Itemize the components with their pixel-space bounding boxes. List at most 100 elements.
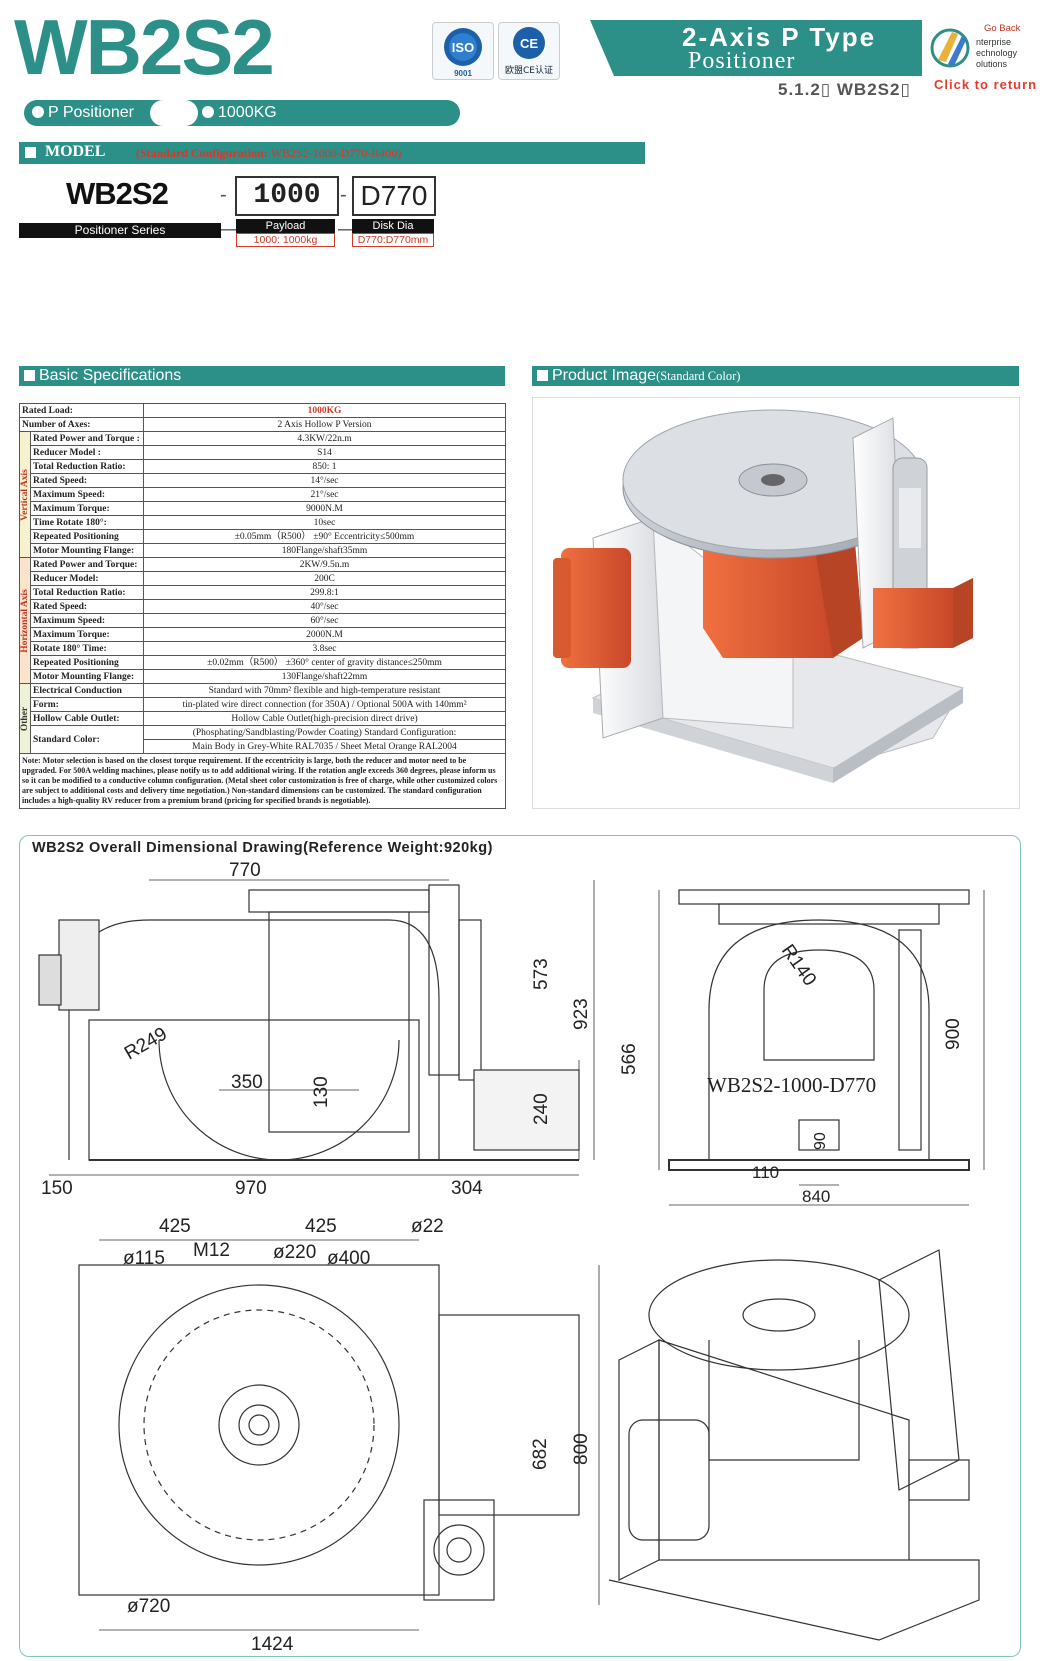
spec-key: Rated Power and Torque :	[30, 431, 144, 446]
spec-key: Reducer Model:	[30, 571, 144, 586]
spec-table: Rated Load: 1000KG Number of Axes: 2 Axi…	[19, 403, 506, 809]
spec-value: 4.3KW/22n.m	[143, 431, 506, 446]
category-pill-bar: P Positioner 1000KG	[24, 100, 460, 126]
dim-682: 682	[530, 1438, 551, 1470]
spec-value: 130Flange/shaft22mm	[143, 669, 506, 684]
spec-key: Rotate 180° Time:	[30, 641, 144, 656]
payload-code-box: 1000	[235, 176, 339, 216]
spec-key: Maximum Speed:	[30, 613, 144, 628]
dim-1424: 1424	[251, 1634, 294, 1655]
spec-value: 60°/sec	[143, 613, 506, 628]
dim-770: 770	[229, 860, 261, 881]
table-row: Form: tin-plated wire direct connection …	[20, 697, 506, 712]
table-row: Maximum Torque:9000N.M	[20, 501, 506, 516]
dim-923: 923	[571, 998, 592, 1030]
square-icon	[25, 147, 36, 158]
table-row: Maximum Speed:21°/sec	[20, 487, 506, 502]
dim-573: 573	[531, 958, 552, 990]
spec-key: Repeated Positioning	[30, 655, 144, 670]
table-row: Reducer Model :S14	[20, 445, 506, 460]
spec-value: 180Flange/shaft35mm	[143, 543, 506, 558]
table-row: Rated Speed:40°/sec	[20, 599, 506, 614]
iso-code: 9001	[454, 69, 472, 78]
pill-separator	[150, 100, 198, 126]
axes-label: Number of Axes:	[19, 417, 144, 432]
dim-840: 840	[802, 1187, 830, 1206]
spec-value: 299.8:1	[143, 585, 506, 600]
rated-load-value: 1000KG	[143, 403, 506, 418]
front-table-plate	[248, 889, 430, 913]
logo-line-2: echnology	[976, 48, 1018, 58]
top-frame	[78, 1264, 440, 1596]
dim-d720: ø720	[127, 1596, 170, 1617]
logo-line-3: olutions	[976, 59, 1008, 69]
spec-value: 21°/sec	[143, 487, 506, 502]
table-row: Total Reduction Ratio:299.8:1	[20, 585, 506, 600]
dim-800: 800	[571, 1433, 592, 1465]
table-row: Hollow Cable Outlet: Hollow Cable Outlet…	[20, 711, 506, 726]
dim-970: 970	[235, 1178, 267, 1199]
top-right-motor	[438, 1314, 580, 1516]
spec-value: Standard with 70mm² flexible and high-te…	[143, 683, 506, 698]
spec-key: Repeated Positioning	[30, 529, 144, 544]
spec-key: Hollow Cable Outlet:	[30, 711, 144, 726]
spec-value: 9000N.M	[143, 501, 506, 516]
table-row: Note: Motor selection is based on the cl…	[19, 753, 506, 809]
std-prefix: (Standard Configuration:	[136, 146, 271, 160]
front-right-motor	[473, 1069, 580, 1151]
iso-cert-badge: ISO 9001	[432, 22, 494, 80]
dim-d115: ø115	[123, 1248, 165, 1269]
type-line-2: Positioner	[688, 48, 796, 74]
category-text: P Positioner	[48, 104, 134, 121]
dim-d220: ø220	[273, 1242, 316, 1263]
dim-d22: ø22	[411, 1216, 444, 1237]
dim-425-left: 425	[159, 1216, 191, 1237]
table-row: Standard Color: (Phosphating/Sandblastin…	[20, 725, 506, 754]
spec-key: Rated Speed:	[30, 599, 144, 614]
model-code: WB2S2	[66, 176, 169, 211]
specs-title: Basic Specifications	[39, 367, 182, 384]
image-section-header: Product Image(Standard Color)	[532, 366, 1019, 386]
section-number: 5.1.2▯ WB2S2▯	[778, 80, 911, 99]
disk-desc: D770:D770mm	[352, 233, 434, 247]
logo-line-1: nterprise	[976, 37, 1011, 47]
iso-label: ISO	[452, 40, 474, 55]
axes-value: 2 Axis Hollow P Version	[143, 417, 506, 432]
dim-110: 110	[752, 1163, 779, 1182]
dim-900: 900	[943, 1018, 964, 1050]
front-column	[268, 911, 410, 1133]
spec-value: 200C	[143, 571, 506, 586]
type-line-1: 2-Axis P Type	[682, 22, 877, 52]
dimensional-drawing: 770 R249 350 130 240 573 923 150 970 304…	[38, 860, 985, 1655]
table-row: Motor Mounting Flange:130Flange/shaft22m…	[20, 669, 506, 684]
specs-section-header: Basic Specifications	[19, 366, 505, 386]
ce-text: 欧盟CE认证	[505, 64, 553, 76]
horizontal-axis-group: Horizontal Axis	[19, 557, 31, 684]
spec-key: Maximum Torque:	[30, 501, 144, 516]
spec-key: Rated Speed:	[30, 473, 144, 488]
table-row: Rated Load: 1000KG	[19, 403, 506, 418]
vertical-axis-group: Vertical Axis	[19, 431, 31, 558]
dim-304: 304	[451, 1178, 483, 1199]
spec-key: Maximum Speed:	[30, 487, 144, 502]
spec-value: 2000N.M	[143, 627, 506, 642]
spec-value: tin-plated wire direct connection (for 3…	[143, 697, 506, 712]
click-to-return-link[interactable]: Click to return	[934, 77, 1038, 92]
disk-code-box: D770	[352, 176, 436, 216]
payload-tag: Payload	[236, 219, 335, 233]
spec-key: Rated Power and Torque:	[30, 557, 144, 572]
ce-cert-badge: CE 欧盟CE认证	[498, 22, 560, 80]
image-title-suffix: (Standard Color)	[656, 369, 741, 383]
square-icon	[537, 370, 548, 381]
model-bar: MODEL (Standard Configuration: WB2S2-100…	[19, 142, 645, 164]
rated-load-label: Rated Load:	[19, 403, 144, 418]
dim-m12: M12	[193, 1240, 230, 1261]
table-row: Rated Speed:14°/sec	[20, 473, 506, 488]
drawing-model-text: WB2S2-1000-D770	[707, 1073, 876, 1097]
table-row: Motor Mounting Flange:180Flange/shaft35m…	[20, 543, 506, 558]
go-back-logo[interactable]: Go Back nterprise echnology olutions	[928, 20, 1044, 90]
dot-icon	[32, 106, 44, 118]
payload-pill: 1000KG	[202, 100, 277, 126]
model-label: MODEL	[45, 143, 106, 160]
